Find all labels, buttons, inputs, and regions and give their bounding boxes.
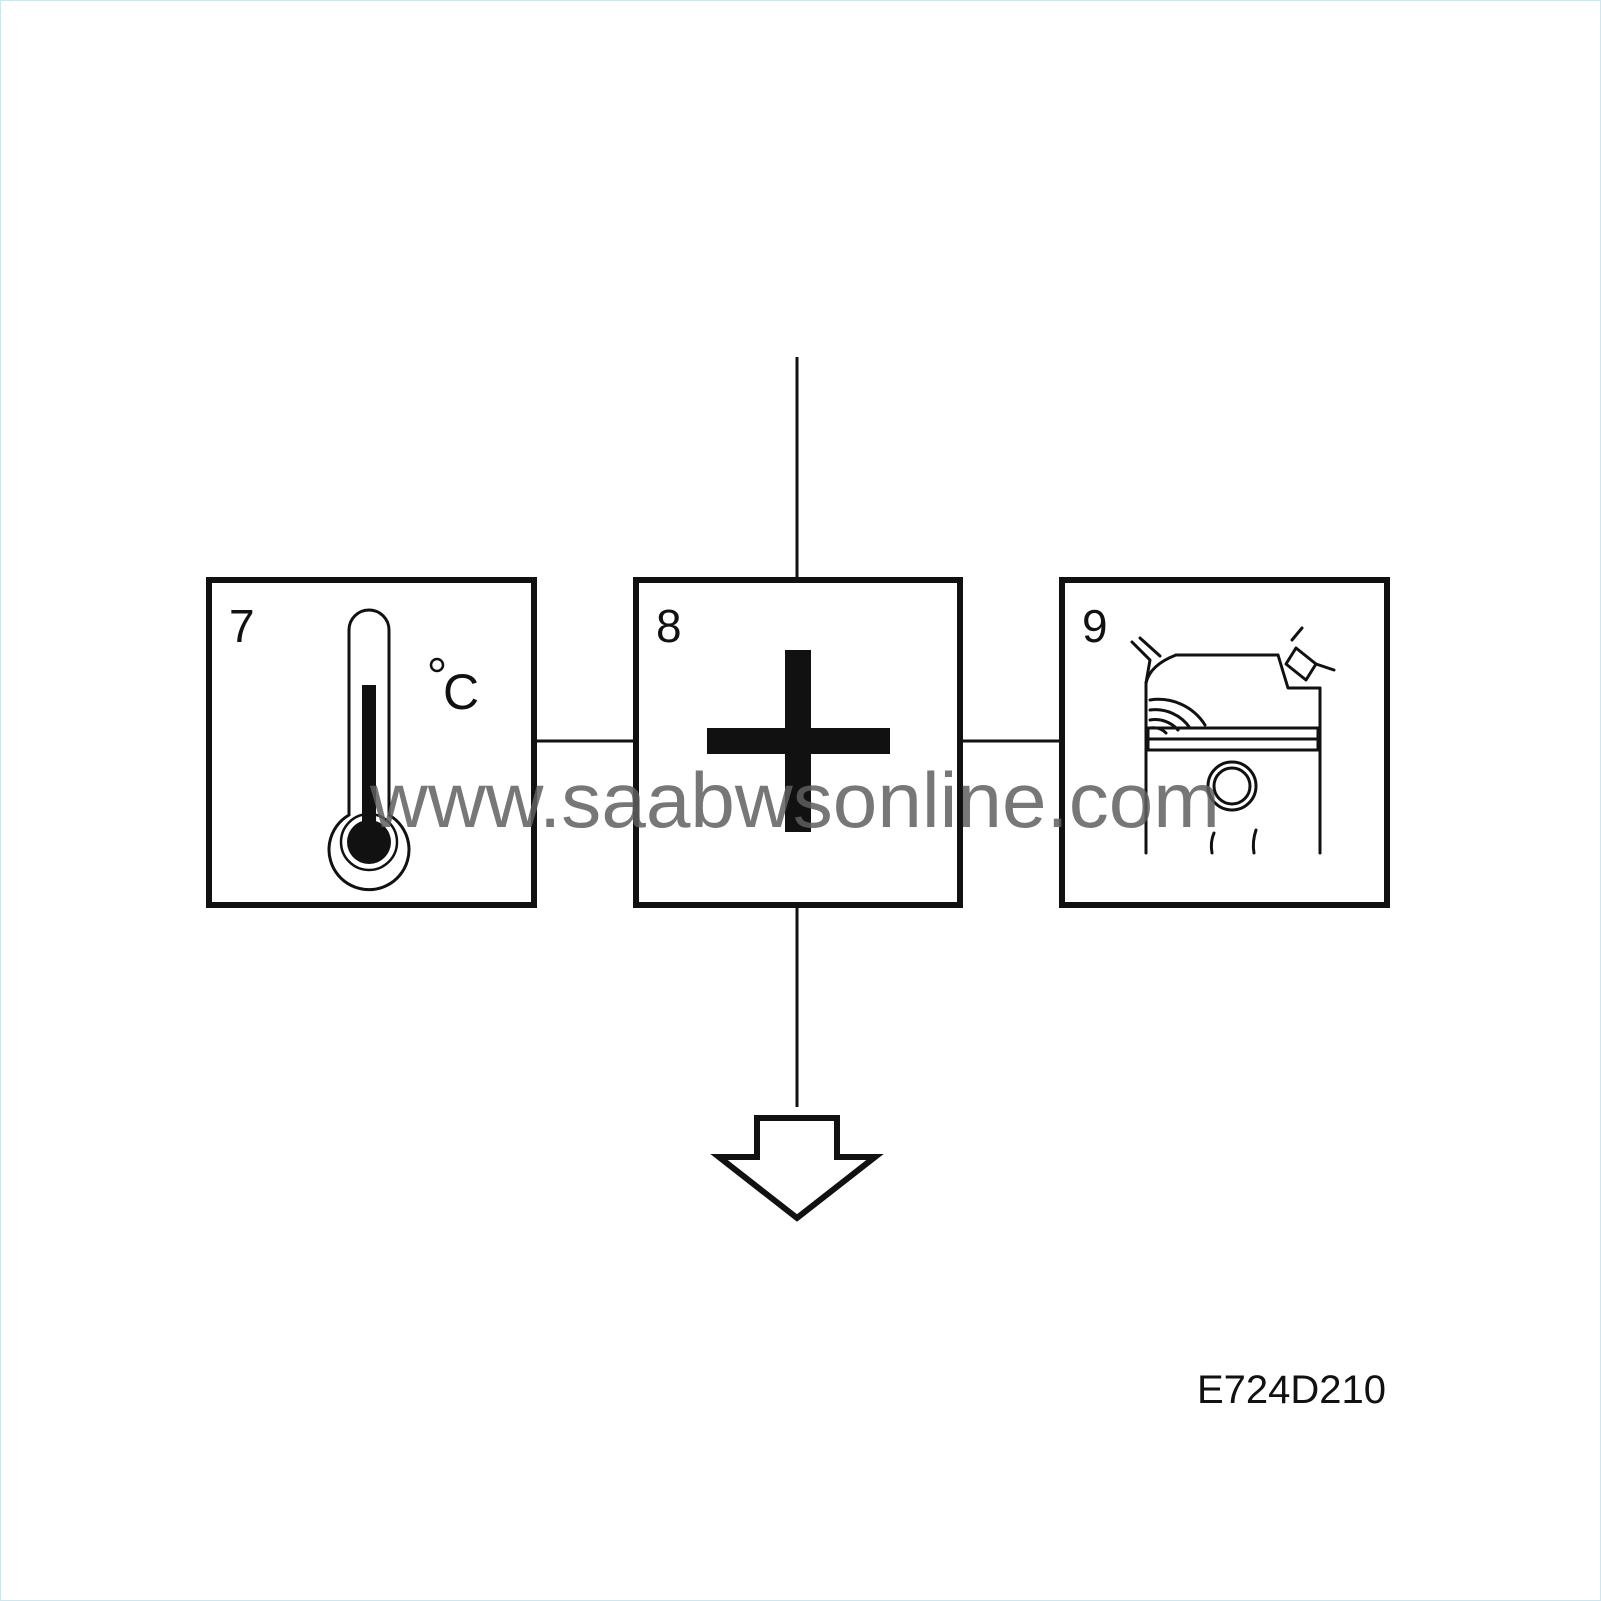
step-box-7: 7 °C C bbox=[206, 577, 537, 908]
step-number: 7 bbox=[229, 600, 255, 652]
thermometer-icon bbox=[327, 608, 411, 892]
down-arrow-icon bbox=[710, 1115, 884, 1222]
degree-symbol bbox=[429, 657, 445, 673]
step-box-8: 8 bbox=[633, 577, 963, 908]
watermark-text: www.saabwsonline.com bbox=[369, 756, 1220, 844]
figure-code: E724D210 bbox=[1197, 1368, 1386, 1412]
plus-icon bbox=[707, 650, 890, 832]
step-number: 8 bbox=[656, 600, 682, 652]
step-box-9: 9 bbox=[1059, 577, 1390, 908]
engine-cylinder-icon bbox=[1130, 626, 1336, 855]
celsius-letter: C bbox=[443, 664, 479, 720]
step-number: 9 bbox=[1082, 600, 1108, 652]
